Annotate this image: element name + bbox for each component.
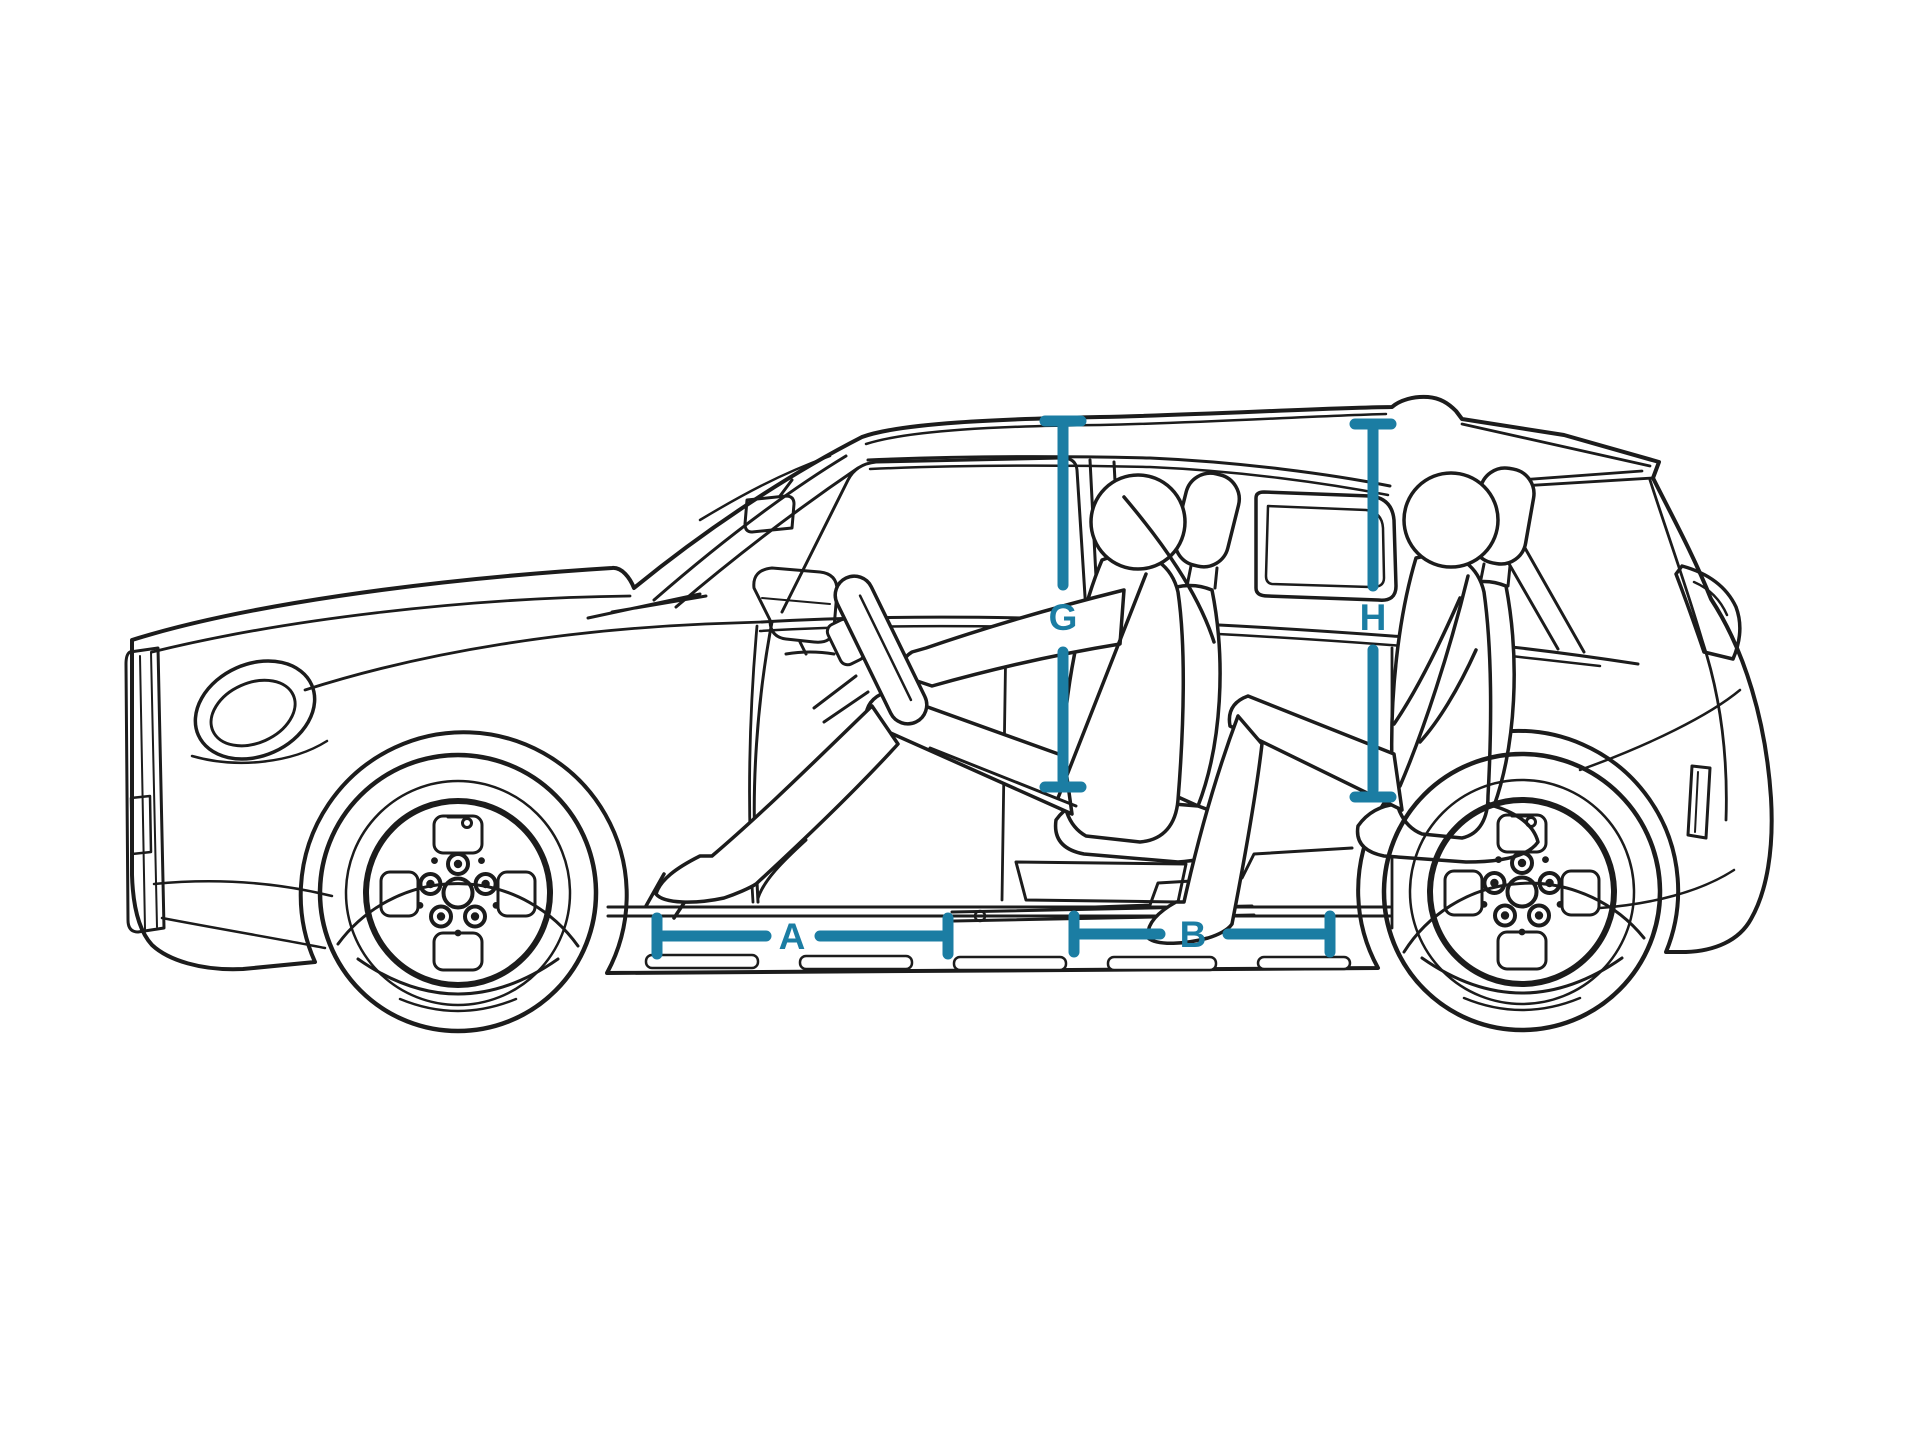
steering-column xyxy=(812,674,870,724)
dimension-g xyxy=(1039,415,1087,793)
front-end-details xyxy=(124,594,764,950)
passenger-seatbelt xyxy=(1398,574,1470,788)
dimension-label-a: A xyxy=(779,916,806,957)
front-grille xyxy=(124,646,166,934)
dimension-markers: G H A B xyxy=(651,415,1397,960)
windshield-glass-line xyxy=(652,454,848,602)
dimension-label-h: H xyxy=(1360,597,1387,638)
rear-reflector xyxy=(1686,764,1712,840)
dimension-g-line xyxy=(1039,415,1087,793)
rear-end-details xyxy=(1578,478,1742,910)
passenger-arm xyxy=(1392,596,1478,744)
driver-lower-leg xyxy=(654,704,900,904)
passenger-head xyxy=(1402,471,1500,569)
dimension-h xyxy=(1349,418,1397,803)
driver-seatbelt xyxy=(1056,495,1216,800)
interior-rearview-mirror xyxy=(743,478,796,534)
rear-quarter-crease xyxy=(1578,688,1742,772)
rear-bumper-crease xyxy=(1598,868,1736,910)
fender-character-line xyxy=(303,620,764,692)
taillight xyxy=(1674,564,1742,661)
roof-gutter-line xyxy=(866,455,1392,488)
sill-slats xyxy=(644,953,1352,972)
dimension-a xyxy=(651,912,954,960)
dimension-label-b: B xyxy=(1180,914,1207,955)
rear-wheel xyxy=(1384,754,1660,1030)
dimension-b-line xyxy=(1068,910,1336,958)
windshield-wiper xyxy=(586,592,708,620)
headlight xyxy=(193,659,317,761)
bumper-crease xyxy=(152,880,334,950)
dimension-a-line xyxy=(651,912,954,960)
front-door-window xyxy=(780,456,1088,614)
steering-wheel xyxy=(812,574,929,726)
sill-lines xyxy=(606,905,1392,918)
passenger-torso xyxy=(1389,552,1493,840)
passenger-thigh xyxy=(1227,694,1404,812)
a-pillar-inner-line xyxy=(674,466,860,609)
rear-door-window xyxy=(1254,490,1398,602)
dimension-label-g: G xyxy=(1049,597,1078,638)
tailgate-line xyxy=(1648,478,1728,822)
dimension-b xyxy=(1068,910,1336,958)
driver-second-leg xyxy=(756,746,1078,900)
front-wheel xyxy=(320,755,596,1031)
dimension-labels: G H A B xyxy=(779,597,1387,957)
passenger-lower-leg xyxy=(1146,714,1264,945)
beltline xyxy=(760,615,1640,666)
roof-inner-line xyxy=(864,412,1388,446)
dimension-h-line xyxy=(1349,418,1397,803)
car-line-art xyxy=(124,394,1774,1031)
driver-head xyxy=(1089,473,1187,571)
sun-visor-line xyxy=(698,454,832,522)
